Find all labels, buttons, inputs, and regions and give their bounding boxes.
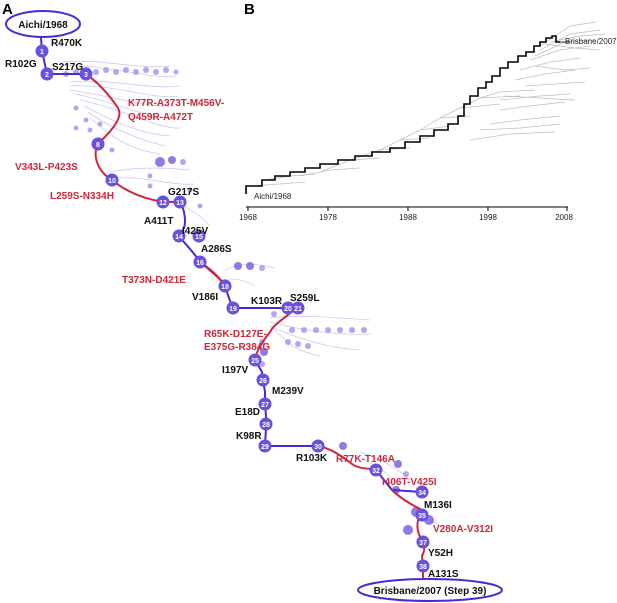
- step-node: 29: [258, 439, 272, 453]
- svg-text:18: 18: [221, 284, 229, 291]
- svg-text:16: 16: [196, 260, 204, 267]
- panel-a-letter: A: [2, 1, 13, 18]
- step-node: 3: [79, 67, 93, 81]
- mutation-label: A411T: [144, 216, 173, 227]
- step-node: 15: [192, 229, 206, 243]
- panel-b-letter: B: [244, 1, 255, 18]
- mutation-label: M239V: [272, 386, 304, 397]
- tick-label: 1998: [479, 213, 497, 222]
- mutation-label: G217S: [168, 187, 199, 198]
- svg-text:28: 28: [262, 422, 270, 429]
- tick-label: 2008: [555, 213, 573, 222]
- mutation-label: Q459R-A472T: [128, 112, 193, 123]
- svg-text:35: 35: [418, 513, 426, 520]
- mutation-label: L259S-N334H: [50, 191, 114, 202]
- end-ellipse: [357, 578, 503, 602]
- main-lineage-path: [245, 35, 560, 194]
- step-nodes: 1 2 3 8 10 12 13 14 15 16 18 19 20 21 25…: [35, 44, 430, 573]
- svg-text:32: 32: [372, 468, 380, 475]
- step-node: 26: [256, 373, 270, 387]
- mutation-label: R470K: [51, 38, 83, 49]
- svg-text:3: 3: [84, 72, 88, 79]
- svg-text:27: 27: [261, 402, 269, 409]
- mutation-label: Y52H: [428, 548, 453, 559]
- step-node: 8: [91, 137, 105, 151]
- step-node: 14: [172, 229, 186, 243]
- mutation-label: A286S: [201, 244, 232, 255]
- mutation-label: R103K: [296, 453, 328, 464]
- step-node: 27: [258, 397, 272, 411]
- step-node: 25: [248, 353, 262, 367]
- mutation-label: K98R: [236, 431, 262, 442]
- svg-text:8: 8: [96, 142, 100, 149]
- mutation-label: I406T-V425I: [382, 477, 437, 488]
- svg-text:29: 29: [261, 444, 269, 451]
- mutation-label: S217G: [52, 62, 83, 73]
- svg-text:12: 12: [159, 200, 167, 207]
- step-node: 35: [415, 508, 429, 522]
- tick-label: 1988: [399, 213, 417, 222]
- mutation-label: S259L: [290, 293, 319, 304]
- svg-text:21: 21: [294, 306, 302, 313]
- svg-text:37: 37: [419, 540, 427, 547]
- svg-text:13: 13: [176, 200, 184, 207]
- mutation-label: I425V: [182, 226, 208, 237]
- red-mutation-labels: K77R-A373T-M456V- Q459R-A472T V343L-P423…: [15, 98, 493, 535]
- svg-text:14: 14: [175, 234, 183, 241]
- tick-label: 1968: [239, 213, 257, 222]
- svg-text:30: 30: [314, 444, 322, 451]
- brisbane-label: Brisbane/2007: [565, 37, 617, 46]
- mutation-label: T373N-D421E: [122, 275, 186, 286]
- step-node: 21: [291, 301, 305, 315]
- start-label: Aichi/1968: [18, 20, 68, 31]
- side-branch-dots: [63, 67, 434, 535]
- svg-text:19: 19: [229, 306, 237, 313]
- mutation-label: E375G-R384G: [204, 342, 270, 353]
- mutation-label: R102G: [5, 59, 37, 70]
- step-node: 30: [311, 439, 325, 453]
- mutation-label: K77R-A373T-M456V-: [128, 98, 224, 109]
- end-label: Brisbane/2007 (Step 39): [374, 586, 487, 597]
- step-node: 28: [259, 417, 273, 431]
- x-axis: 1968 1978 1988 1998 2008: [239, 206, 573, 222]
- step-node: 34: [415, 485, 429, 499]
- aichi-label: Aichi/1968: [254, 192, 292, 201]
- mutation-label: R65K-D127E-: [204, 329, 267, 340]
- svg-text:38: 38: [419, 564, 427, 571]
- mutation-label: V343L-P423S: [15, 162, 78, 173]
- black-mutation-labels: R470K R102G S217G G217S A411T I425V A286…: [5, 38, 459, 580]
- svg-text:2: 2: [45, 72, 49, 79]
- svg-text:25: 25: [251, 358, 259, 365]
- svg-text:10: 10: [108, 178, 116, 185]
- step-node: 18: [218, 279, 232, 293]
- step-node: 10: [105, 173, 119, 187]
- mutation-label: V280A-V312I: [433, 524, 493, 535]
- step-node: 38: [416, 559, 430, 573]
- step-node: 19: [226, 301, 240, 315]
- mutation-label: A131S: [428, 569, 459, 580]
- svg-text:26: 26: [259, 378, 267, 385]
- svg-text:15: 15: [195, 234, 203, 241]
- svg-text:1: 1: [40, 49, 44, 56]
- step-node: 16: [193, 255, 207, 269]
- mutation-label: E18D: [235, 407, 260, 418]
- svg-text:34: 34: [418, 490, 426, 497]
- svg-text:20: 20: [284, 306, 292, 313]
- start-ellipse: [5, 10, 81, 38]
- mutation-label: M136I: [424, 500, 452, 511]
- step-node: 13: [173, 195, 187, 209]
- mutation-label: V186I: [192, 292, 218, 303]
- mutation-label: R77K-T146A: [336, 454, 395, 465]
- step-node: 20: [281, 301, 295, 315]
- step-node: 32: [369, 463, 383, 477]
- step-node: 2: [40, 67, 54, 81]
- tree-background-branches: [249, 21, 606, 187]
- mutation-label: K103R: [251, 296, 283, 307]
- tick-label: 1978: [319, 213, 337, 222]
- step-node: 1: [35, 44, 49, 58]
- step-node: 12: [156, 195, 170, 209]
- step-node: 37: [416, 535, 430, 549]
- mutation-label: I197V: [222, 365, 248, 376]
